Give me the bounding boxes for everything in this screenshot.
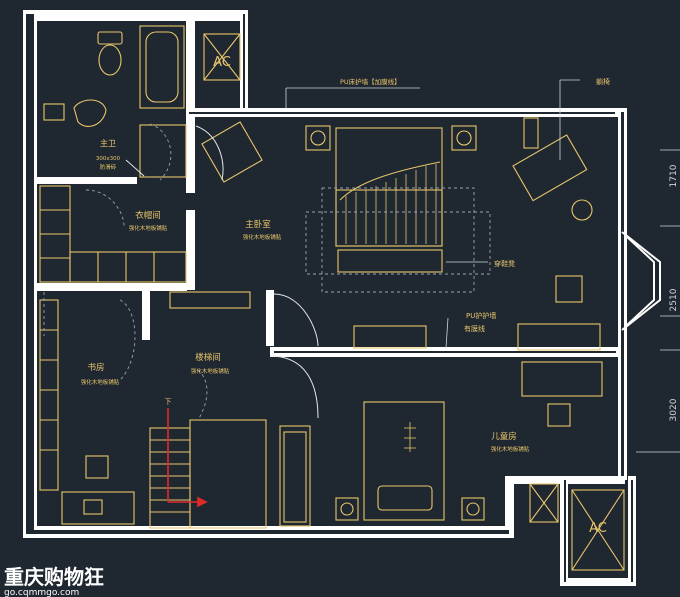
door-swings — [125, 125, 319, 419]
room-stair-hall: 楼梯间 — [195, 352, 221, 363]
watermark-url: go.cqmmgo.com — [4, 588, 79, 597]
stair-arrows — [167, 408, 208, 508]
fixtures — [39, 25, 625, 571]
dimension-2: 2510 — [669, 288, 679, 311]
label-recliner: 躺椅 — [596, 77, 610, 86]
label-pu-wall-mid-1: PU护护墙 — [466, 311, 496, 320]
room-cloakroom: 衣帽间 — [135, 210, 161, 221]
room-labels: 主卫 300x300 防滑砖 衣帽间 强化木地板铺贴 主卧室 强化木地板铺贴 书… — [81, 138, 530, 453]
room-study: 书房 — [87, 362, 104, 373]
room-kids: 儿童房 — [491, 431, 517, 442]
room-master-bedroom: 主卧室 — [245, 219, 271, 230]
room-cloakroom-floor: 强化木地板铺贴 — [129, 224, 168, 232]
dimension-3: 3020 — [669, 398, 679, 421]
dimension-1: 1710 — [669, 164, 679, 187]
dashed-lines — [43, 123, 491, 421]
annotation-labels: PU床护墙【加膜线】 躺椅 穿鞋凳 PU护护墙 有膜线 AC AC 下 — [165, 55, 611, 536]
dimensions: 1710 2510 3020 — [669, 164, 679, 421]
label-stair-down: 下 — [165, 398, 172, 406]
bay-window — [621, 231, 661, 331]
watermark-title: 重庆购物狂 — [4, 565, 104, 589]
walls — [23, 10, 636, 586]
room-master-bath-note1: 300x300 — [96, 156, 121, 162]
leader-lines — [285, 79, 680, 453]
room-master-bath: 主卫 — [100, 138, 116, 148]
label-ac-bottom: AC — [589, 521, 607, 536]
room-master-bedroom-floor: 强化木地板铺贴 — [243, 233, 282, 241]
room-stair-hall-floor: 强化木地板铺贴 — [191, 367, 230, 375]
room-kids-floor: 强化木地板铺贴 — [491, 445, 530, 453]
label-pu-wall-top: PU床护墙【加膜线】 — [340, 77, 401, 86]
room-master-bath-note2: 防滑砖 — [100, 163, 117, 171]
room-study-floor: 强化木地板铺贴 — [81, 378, 120, 386]
watermark: 重庆购物狂 go.cqmmgo.com — [4, 565, 104, 597]
wall-inner — [26, 14, 633, 582]
label-ac-top: AC — [213, 55, 231, 70]
label-dressing-stool: 穿鞋凳 — [494, 259, 515, 268]
bed-pattern — [345, 164, 437, 452]
label-pu-wall-mid-2: 有膜线 — [464, 324, 485, 333]
